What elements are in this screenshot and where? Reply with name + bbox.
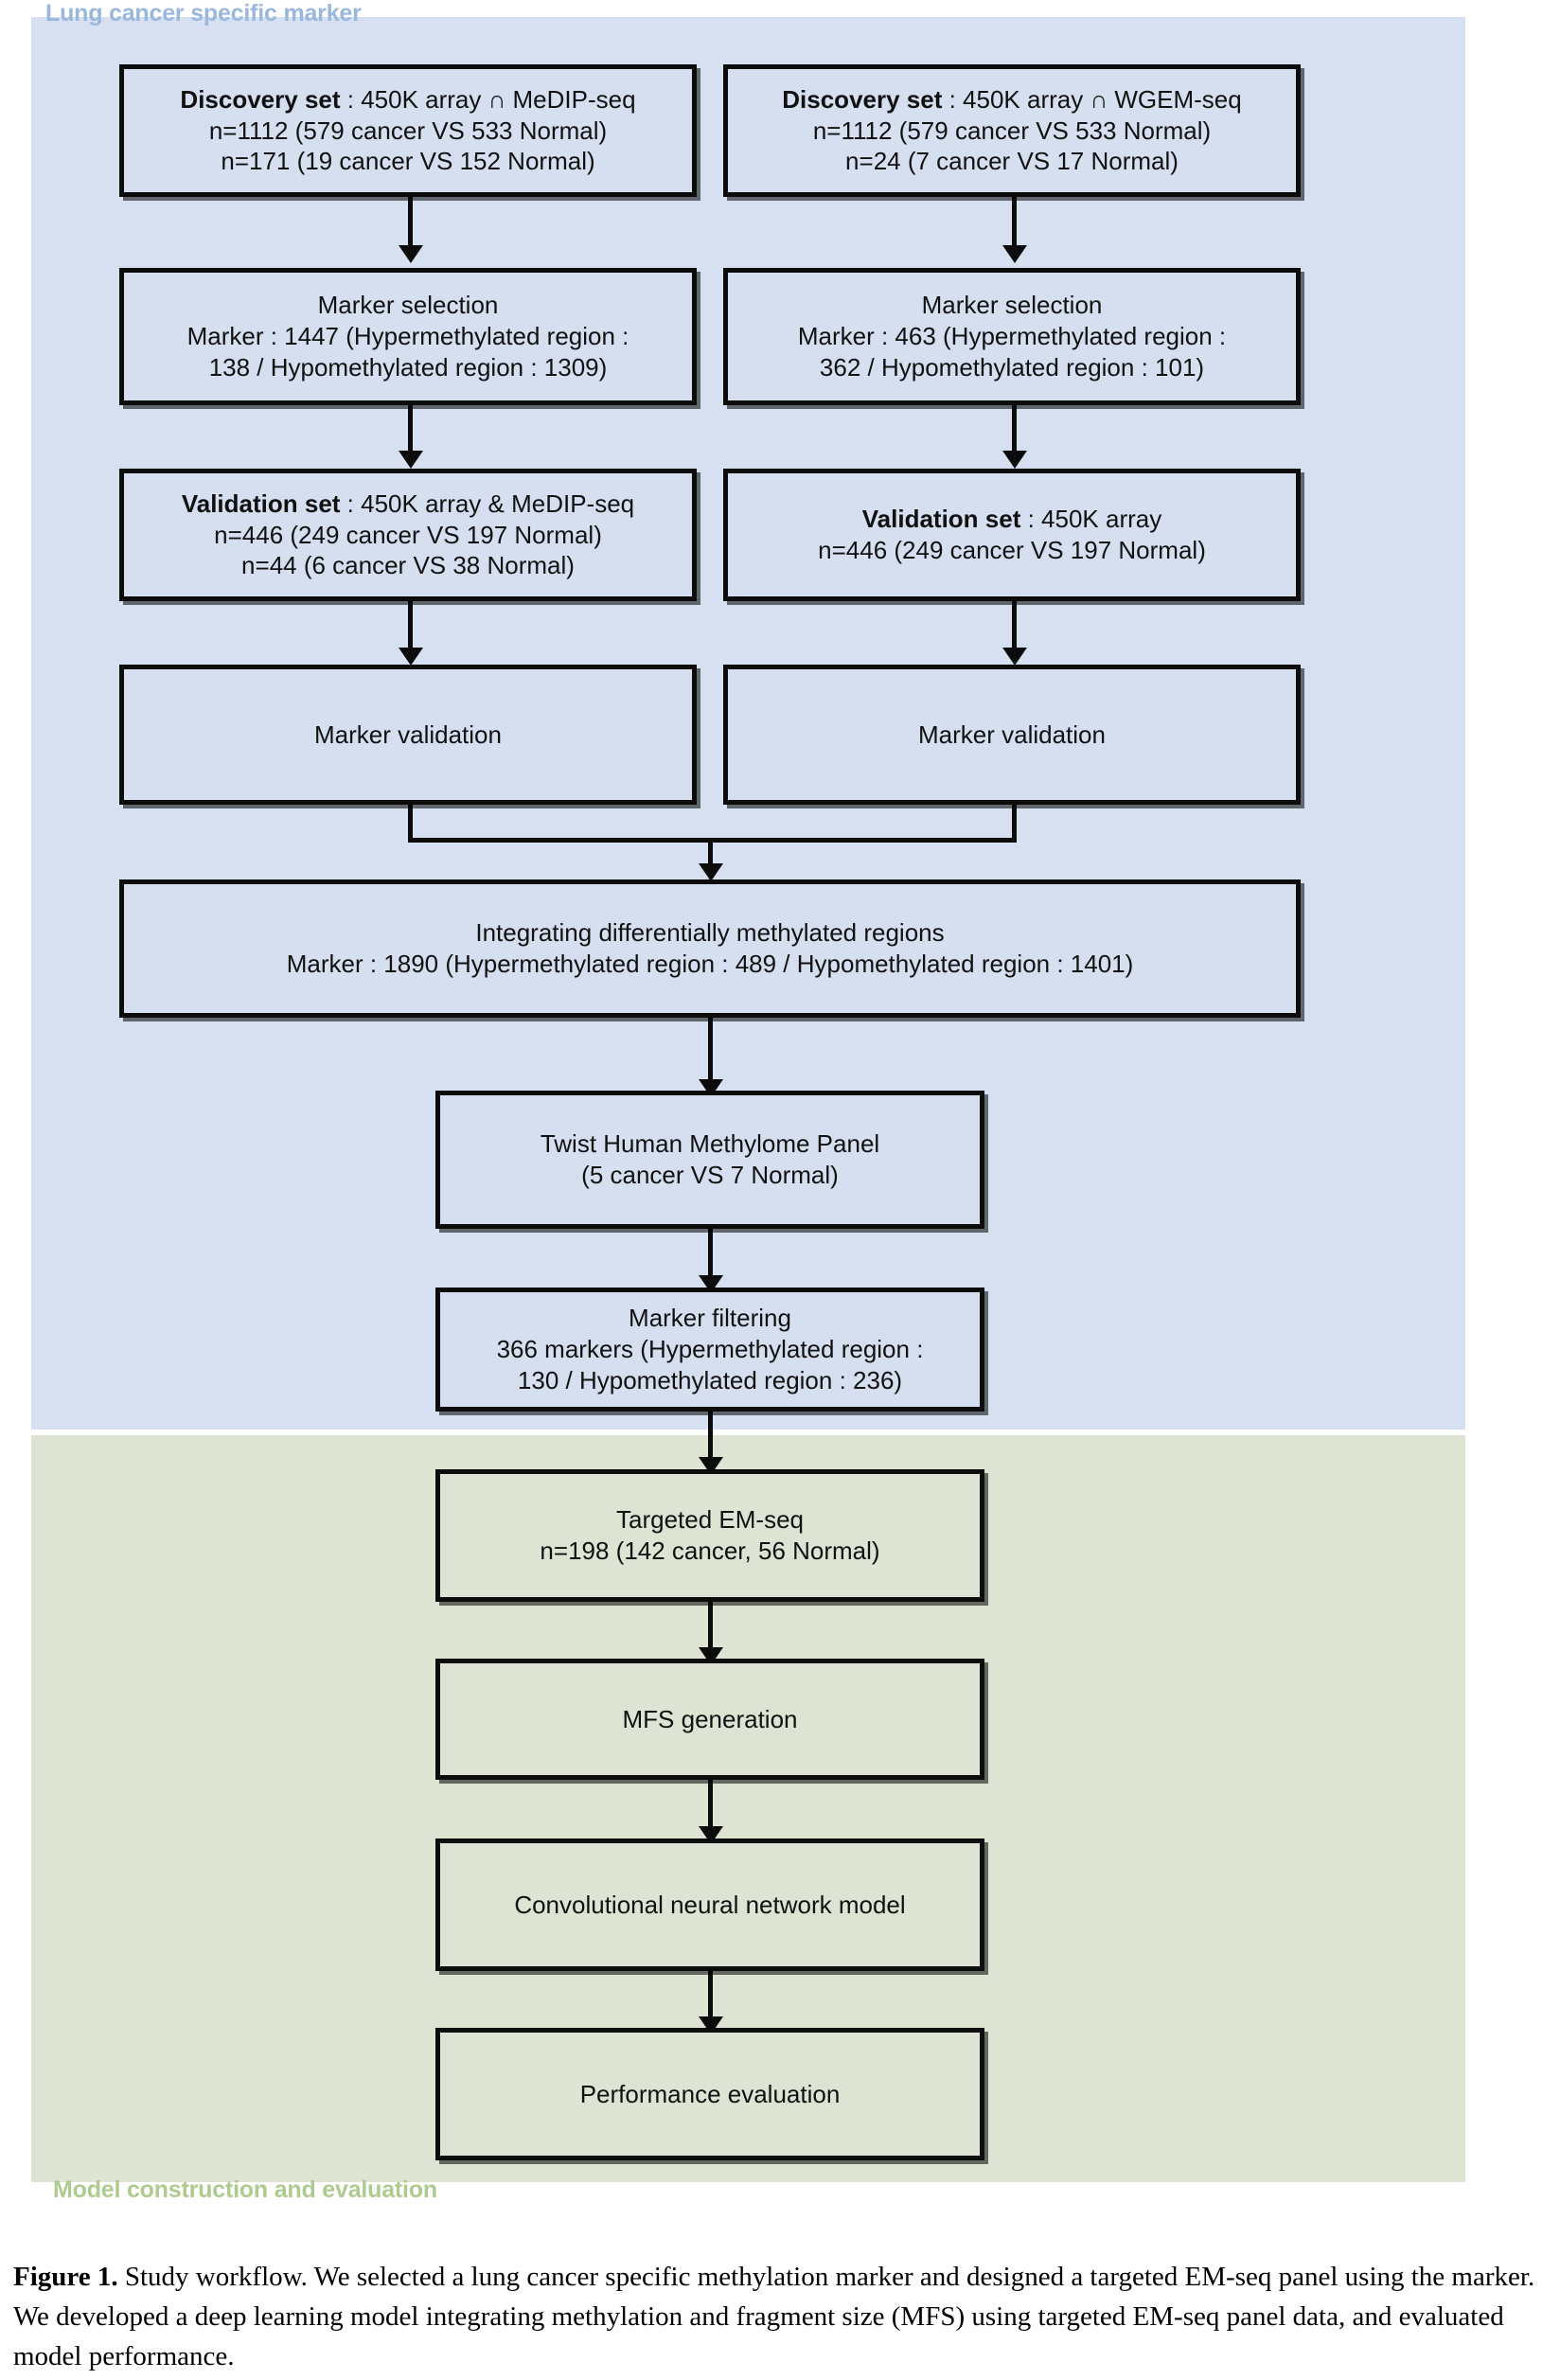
- node-line: Twist Human Methylome Panel: [540, 1129, 880, 1159]
- connector-arrow: [1002, 245, 1027, 263]
- node-line: Marker validation: [918, 719, 1106, 749]
- node-line: n=171 (19 cancer VS 152 Normal): [221, 147, 595, 176]
- connector-line: [408, 598, 413, 657]
- connector-line: [408, 402, 413, 460]
- node-line: n=1112 (579 cancer VS 533 Normal): [812, 115, 1212, 145]
- node-line: MFS generation: [622, 1704, 798, 1733]
- figure-caption: Figure 1. Study workflow. We selected a …: [13, 2257, 1547, 2376]
- node-integrating-dmr[interactable]: Integrating differentially methylated re…: [119, 879, 1301, 1018]
- node-convolutional-neural-network-model[interactable]: Convolutional neural network model: [435, 1838, 984, 1971]
- figure-caption-text: Study workflow. We selected a lung cance…: [13, 2262, 1535, 2372]
- node-line: Validation set : 450K array: [861, 505, 1162, 534]
- node-line: n=198 (142 cancer, 56 Normal): [540, 1536, 880, 1565]
- node-line: Targeted EM-seq: [616, 1505, 804, 1535]
- node-line: Marker selection: [921, 291, 1103, 320]
- node-marker-selection-wgem[interactable]: Marker selection Marker : 463 (Hypermeth…: [723, 268, 1301, 405]
- node-targeted-em-seq[interactable]: Targeted EM-seq n=198 (142 cancer, 56 No…: [435, 1469, 984, 1602]
- node-marker-validation-right[interactable]: Marker validation: [723, 665, 1301, 805]
- node-line: n=446 (249 cancer VS 197 Normal): [214, 520, 602, 549]
- connector-arrow: [699, 863, 723, 881]
- node-discovery-set-medip[interactable]: Discovery set : 450K array ∩ MeDIP-seq n…: [119, 64, 697, 197]
- node-validation-set-array[interactable]: Validation set : 450K array n=446 (249 c…: [723, 469, 1301, 601]
- node-line: 362 / Hypomethylated region : 101): [819, 352, 1205, 382]
- node-line: (5 cancer VS 7 Normal): [581, 1161, 839, 1189]
- node-discovery-set-wgem[interactable]: Discovery set : 450K array ∩ WGEM-seq n=…: [723, 64, 1301, 197]
- node-line: Performance evaluation: [579, 2079, 841, 2108]
- connector-arrow: [1002, 451, 1027, 469]
- node-line: Validation set : 450K array & MeDIP-seq: [181, 488, 635, 518]
- node-line: n=24 (7 cancer VS 17 Normal): [845, 147, 1179, 176]
- node-line: 366 markers (Hypermethylated region :: [496, 1335, 924, 1364]
- node-validation-set-medip[interactable]: Validation set : 450K array & MeDIP-seq …: [119, 469, 697, 601]
- connector-line: [1012, 598, 1017, 657]
- connector-arrow: [1002, 648, 1027, 666]
- connector-arrow: [399, 245, 423, 263]
- node-line: n=1112 (579 cancer VS 533 Normal): [208, 115, 608, 145]
- connector-line: [408, 194, 413, 254]
- connector-line: [408, 803, 413, 843]
- connector-line: [708, 1227, 713, 1285]
- section-title-lung-marker: Lung cancer specific marker: [45, 0, 362, 27]
- node-marker-selection-medip[interactable]: Marker selection Marker : 1447 (Hypermet…: [119, 268, 697, 405]
- node-line: Convolutional neural network model: [514, 1890, 906, 1919]
- connector-line: [1012, 402, 1017, 460]
- node-marker-filtering[interactable]: Marker filtering 366 markers (Hypermethy…: [435, 1288, 984, 1412]
- node-performance-evaluation[interactable]: Performance evaluation: [435, 2028, 984, 2160]
- node-line: Integrating differentially methylated re…: [475, 918, 945, 948]
- connector-line: [708, 1599, 713, 1657]
- connector-arrow: [399, 451, 423, 469]
- node-line: Marker selection: [317, 291, 499, 320]
- connector-line: [708, 1968, 713, 2027]
- node-line: Marker : 463 (Hypermethylated region :: [797, 322, 1227, 351]
- node-line: 130 / Hypomethylated region : 236): [517, 1365, 903, 1394]
- node-line: Marker : 1447 (Hypermethylated region :: [186, 322, 629, 351]
- node-mfs-generation[interactable]: MFS generation: [435, 1659, 984, 1780]
- node-line: Discovery set : 450K array ∩ WGEM-seq: [782, 84, 1242, 114]
- node-twist-human-methylome-panel[interactable]: Twist Human Methylome Panel (5 cancer VS…: [435, 1091, 984, 1229]
- connector-line: [1012, 803, 1017, 843]
- node-line: 138 / Hypomethylated region : 1309): [208, 352, 608, 382]
- node-line: Discovery set : 450K array ∩ MeDIP-seq: [180, 84, 636, 114]
- figure-caption-label: Figure 1.: [13, 2262, 118, 2292]
- connector-arrow: [399, 648, 423, 666]
- connector-line: [708, 838, 713, 871]
- connector-line: [708, 1778, 713, 1837]
- node-marker-validation-left[interactable]: Marker validation: [119, 665, 697, 805]
- connector-line: [708, 1410, 713, 1466]
- node-line: n=446 (249 cancer VS 197 Normal): [818, 536, 1206, 564]
- node-line: n=44 (6 cancer VS 38 Normal): [241, 551, 575, 580]
- node-line: Marker : 1890 (Hypermethylated region : …: [286, 950, 1134, 978]
- section-title-model-eval: Model construction and evaluation: [53, 2176, 437, 2203]
- connector-line: [708, 1016, 713, 1089]
- node-line: Marker filtering: [629, 1304, 791, 1333]
- node-line: Marker validation: [314, 719, 502, 749]
- connector-line: [1012, 194, 1017, 254]
